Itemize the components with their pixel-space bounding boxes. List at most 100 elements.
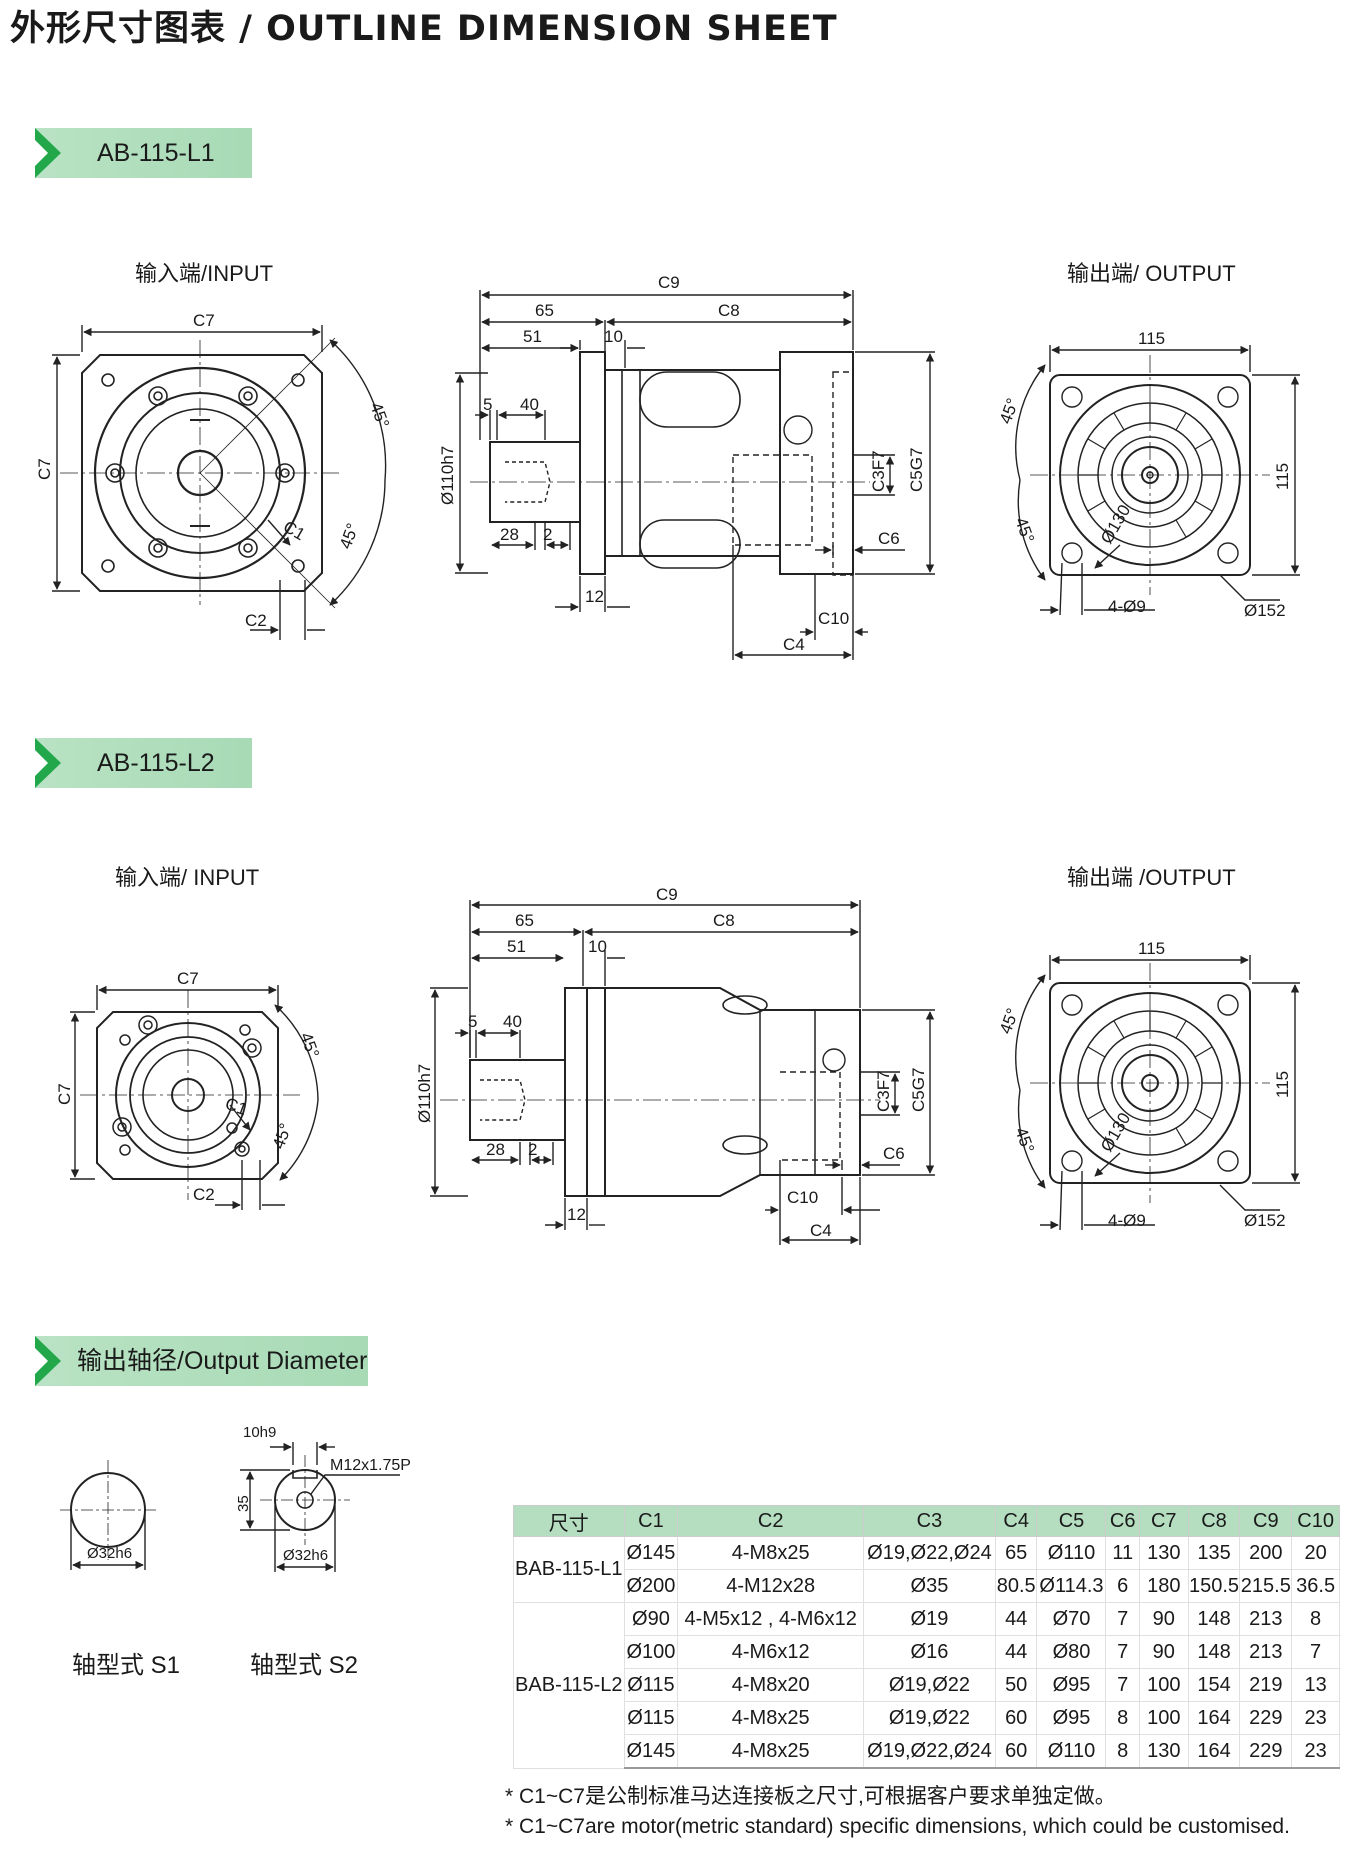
- dim-12: 12: [567, 1205, 586, 1224]
- table-cell: 20: [1291, 1536, 1340, 1570]
- dim-d130: Ø130: [1097, 501, 1134, 547]
- table-cell: 229: [1239, 1701, 1293, 1735]
- table-cell: Ø19,Ø22,Ø24: [863, 1536, 996, 1570]
- table-cell: 4-M8x20: [677, 1668, 864, 1702]
- l2-input-caption: 输入端/ INPUT: [115, 865, 260, 890]
- table-cell: 7: [1105, 1635, 1140, 1669]
- dim-45: 45°: [269, 1121, 296, 1152]
- table-cell: 7: [1105, 1602, 1140, 1636]
- dim-51: 51: [523, 327, 542, 346]
- table-cell: 90: [1138, 1602, 1189, 1636]
- table-cell: 148: [1187, 1602, 1241, 1636]
- dim-c3f7: C3F7: [874, 1070, 893, 1112]
- table-cell: 164: [1187, 1734, 1241, 1769]
- dim-28: 28: [500, 525, 519, 544]
- table-cell: 4-M8x25: [677, 1734, 864, 1769]
- table-cell: 23: [1291, 1734, 1340, 1769]
- table-row: BAB-115-L2 Ø90 4-M5x12 , 4-M6x12 Ø19 44 …: [513, 1602, 1340, 1769]
- shaft-s1-drawing: [60, 1460, 156, 1570]
- table-cell: 4-M8x25: [677, 1536, 864, 1570]
- dim-c10: C10: [818, 609, 849, 628]
- dim-4x9: 4-Ø9: [1108, 1211, 1146, 1230]
- dim-c8: C8: [718, 301, 740, 320]
- table-cell: Ø35: [863, 1569, 996, 1603]
- table-cell: Ø19,Ø22: [863, 1668, 996, 1702]
- dim-45: 45°: [336, 521, 363, 552]
- dim-45: 45°: [366, 400, 393, 431]
- dim-51: 51: [507, 937, 526, 956]
- table-header: C6: [1105, 1505, 1140, 1537]
- dim-c2: C2: [245, 611, 267, 630]
- table-cell: Ø80: [1036, 1635, 1107, 1669]
- l2-output-caption: 输出端 /OUTPUT: [1067, 865, 1236, 890]
- table-cell: 135: [1187, 1536, 1241, 1570]
- dim-c9: C9: [656, 885, 678, 904]
- dim-d130: Ø130: [1097, 1109, 1134, 1155]
- table-cell: 90: [1138, 1635, 1189, 1669]
- note-chinese: * C1~C7是公制标准马达连接板之尺寸,可根据客户要求单独定做。: [505, 1785, 1116, 1808]
- table-row: Ø115 4-M8x20 Ø19,Ø22 50 Ø95 7 100 154 21…: [514, 1668, 1340, 1702]
- dim-2: 2: [543, 525, 552, 544]
- table-cell: Ø19,Ø22,Ø24: [863, 1734, 996, 1769]
- table-cell: Ø145: [623, 1536, 679, 1570]
- table-header: C8: [1187, 1505, 1241, 1537]
- table-cell: Ø90: [623, 1602, 679, 1636]
- table-cell: 4-M8x25: [677, 1701, 864, 1735]
- l1-output-caption: 输出端/ OUTPUT: [1067, 261, 1236, 286]
- table-cell: 219: [1239, 1668, 1293, 1702]
- dim-2: 2: [528, 1140, 537, 1159]
- dim-c4: C4: [810, 1221, 832, 1240]
- table-cell: 23: [1291, 1701, 1340, 1735]
- section-tag-l2: AB-115-L2: [35, 738, 252, 788]
- dim-10: 10: [604, 327, 623, 346]
- dim-d110: Ø110h7: [415, 1064, 434, 1123]
- dim-c3f7: C3F7: [869, 450, 888, 492]
- dim-shaft-d: Ø32h6: [87, 1545, 132, 1562]
- l1-side-view: [455, 290, 935, 660]
- section-tag-output-diameter: 输出轴径/Output Diameter: [35, 1336, 368, 1386]
- l1-input-caption: 输入端/INPUT: [135, 261, 274, 286]
- table-cell: Ø200: [623, 1569, 679, 1603]
- section-tag-label: AB-115-L2: [97, 749, 215, 777]
- table-row: Ø200 4-M12x28 Ø35 80.5 Ø114.3 6 180 150.…: [514, 1569, 1340, 1603]
- dim-45: 45°: [296, 1030, 323, 1061]
- dim-c2: C2: [193, 1185, 215, 1204]
- dim-65: 65: [535, 301, 554, 320]
- dim-c7: C7: [35, 458, 54, 480]
- model-cell: BAB-115-L1: [513, 1536, 625, 1603]
- table-cell: 8: [1105, 1701, 1140, 1735]
- table-header: C7: [1138, 1505, 1189, 1537]
- l2-output-view: [1015, 955, 1300, 1231]
- table-cell: Ø145: [623, 1734, 679, 1769]
- table-header: C1: [623, 1505, 679, 1537]
- dim-key: 10h9: [243, 1424, 276, 1441]
- table-cell: Ø110: [1036, 1734, 1107, 1769]
- table-cell: Ø19: [863, 1602, 996, 1636]
- table-cell: 60: [994, 1701, 1038, 1735]
- dim-c6: C6: [883, 1144, 905, 1163]
- dim-c7: C7: [177, 969, 199, 988]
- table-header-row: 尺寸 C1 C2 C3 C4 C5 C6 C7 C8 C9 C10: [513, 1505, 1340, 1537]
- dim-65: 65: [515, 911, 534, 930]
- dim-c5g7: C5G7: [907, 448, 926, 492]
- table-cell: Ø19,Ø22: [863, 1701, 996, 1735]
- dim-d152: Ø152: [1244, 1211, 1286, 1230]
- table-cell: 36.5: [1291, 1569, 1340, 1603]
- dim-10: 10: [588, 937, 607, 956]
- table-cell: Ø115: [623, 1668, 679, 1702]
- table-cell: 8: [1105, 1734, 1140, 1769]
- table-cell: 180: [1138, 1569, 1189, 1603]
- dimension-labels: C7 C7 45° 45° C1 C2 C9 65 C8 51 10 5 40 …: [35, 273, 1292, 1564]
- model-cell: BAB-115-L2: [513, 1602, 625, 1769]
- dim-115: 115: [1138, 939, 1165, 958]
- dim-c6: C6: [878, 529, 900, 548]
- dim-115: 115: [1273, 1071, 1292, 1098]
- table-cell: Ø115: [623, 1701, 679, 1735]
- table-header: C2: [677, 1505, 864, 1537]
- dim-thread: M12x1.75P: [330, 1457, 411, 1474]
- table-cell: 154: [1187, 1668, 1241, 1702]
- dim-c4: C4: [783, 635, 805, 654]
- dim-4x9: 4-Ø9: [1108, 597, 1146, 616]
- table-cell: 4-M5x12 , 4-M6x12: [677, 1602, 864, 1636]
- dim-c8: C8: [713, 911, 735, 930]
